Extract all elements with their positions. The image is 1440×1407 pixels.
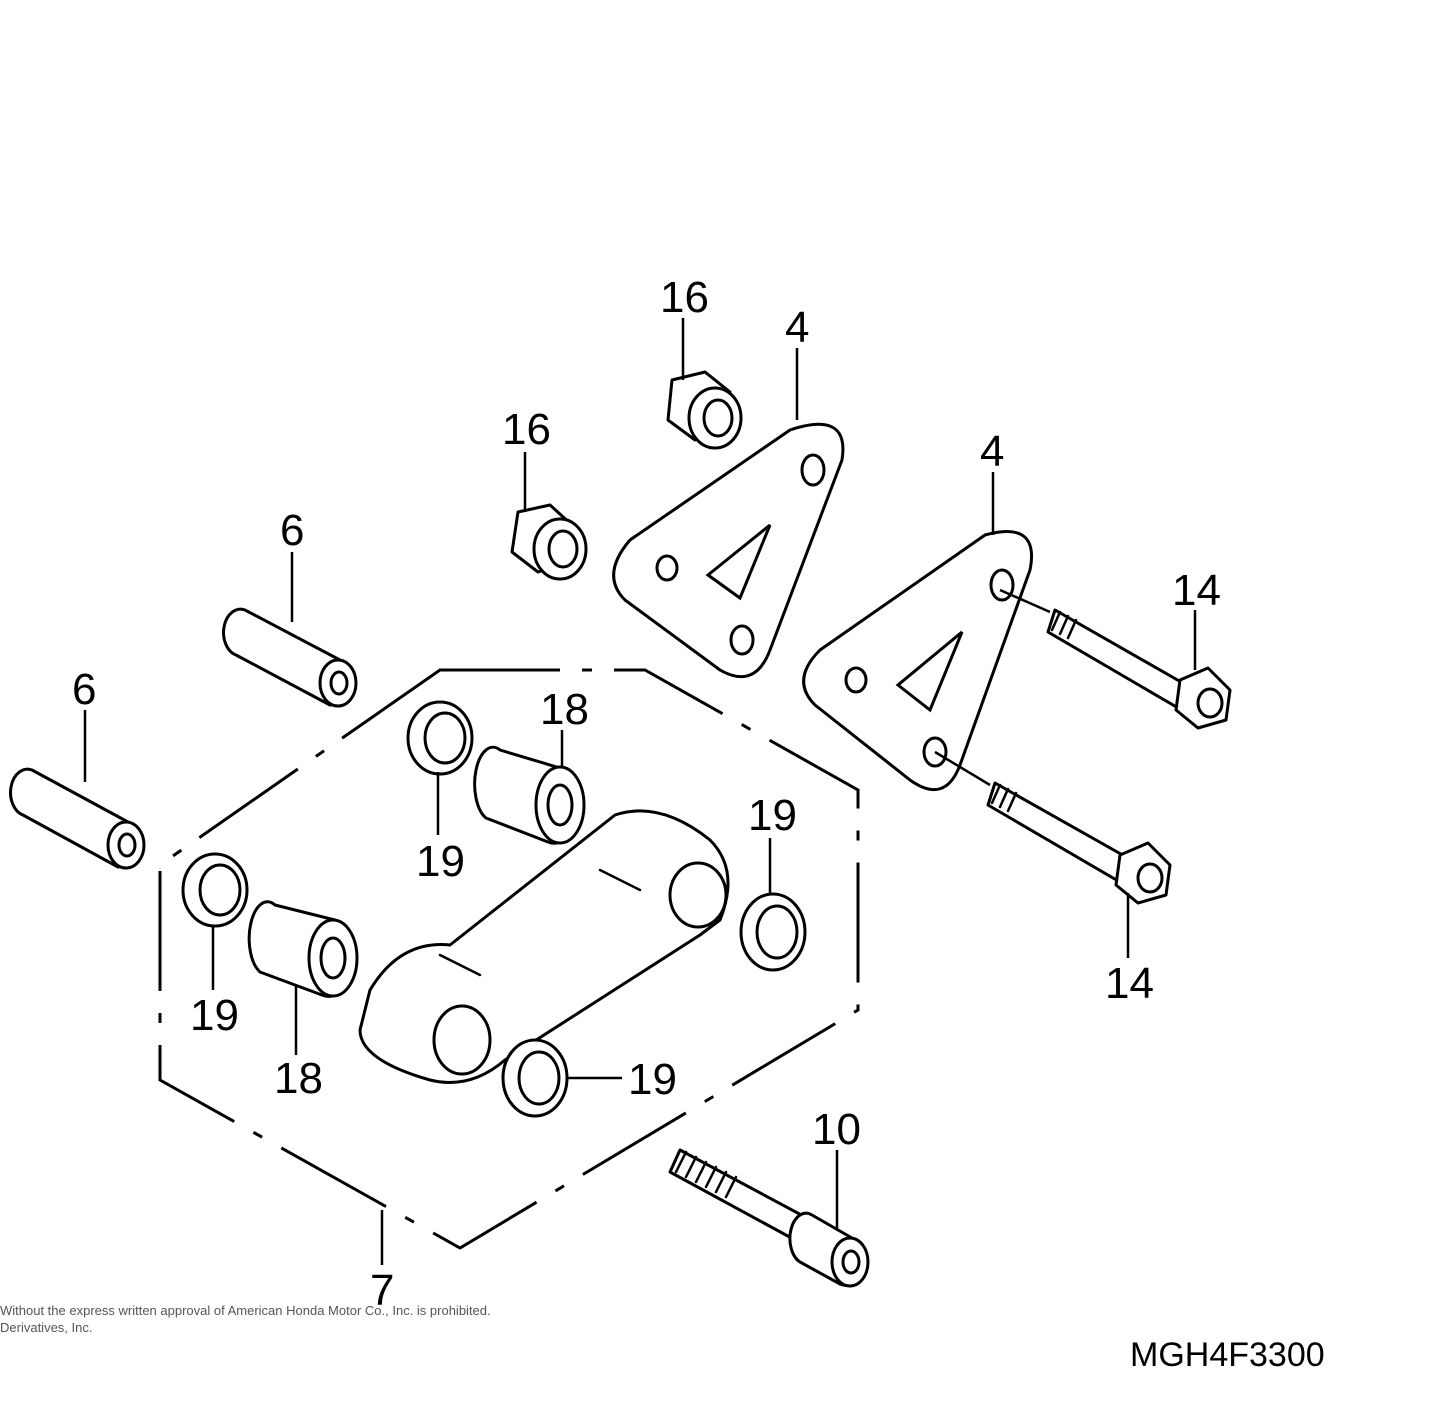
plate-4-upper (612, 422, 845, 679)
callout-18-upper: 18 (540, 685, 589, 734)
bolt-10 (668, 1148, 870, 1288)
callout-7: 7 (370, 1266, 394, 1315)
callout-19-upper-left: 19 (416, 837, 465, 886)
callout-19-right: 19 (748, 791, 797, 840)
nut-16-lower (510, 503, 588, 581)
link-arm (358, 809, 730, 1084)
bolt-14-upper (1046, 608, 1232, 730)
seal-19-d (501, 1038, 569, 1118)
bushing-18-upper (473, 745, 586, 845)
nut-16-upper (666, 370, 743, 450)
copyright-line-2: Derivatives, Inc. (0, 1320, 93, 1335)
callout-4-upper: 4 (785, 303, 809, 352)
collar-6-lower (9, 767, 146, 870)
kit-outline (158, 668, 860, 1250)
seal-19-b (181, 852, 249, 928)
bolt-14-lower (986, 781, 1172, 905)
collar-6-upper (222, 607, 358, 708)
seal-19-a (406, 700, 474, 776)
callout-6-upper: 6 (280, 506, 304, 555)
callout-18-lower: 18 (274, 1054, 323, 1103)
callout-10: 10 (812, 1105, 861, 1154)
callout-4-lower: 4 (980, 427, 1004, 476)
callout-16-lower: 16 (502, 405, 551, 454)
seal-19-c (739, 892, 807, 972)
leader-lines (83, 318, 1197, 1265)
callout-19-bottom: 19 (628, 1055, 677, 1104)
bushing-18-lower (247, 900, 359, 998)
plate-4-lower (802, 530, 1033, 791)
copyright-notice: Without the express written approval of … (0, 1302, 620, 1336)
callout-16-upper: 16 (660, 273, 709, 322)
callout-19-left: 19 (190, 991, 239, 1040)
callout-14-upper: 14 (1172, 566, 1221, 615)
callout-14-lower: 14 (1105, 959, 1154, 1008)
copyright-line-1: Without the express written approval of … (0, 1303, 491, 1318)
callout-6-lower: 6 (72, 665, 96, 714)
diagram-reference-code: MGH4F3300 (1130, 1336, 1325, 1374)
